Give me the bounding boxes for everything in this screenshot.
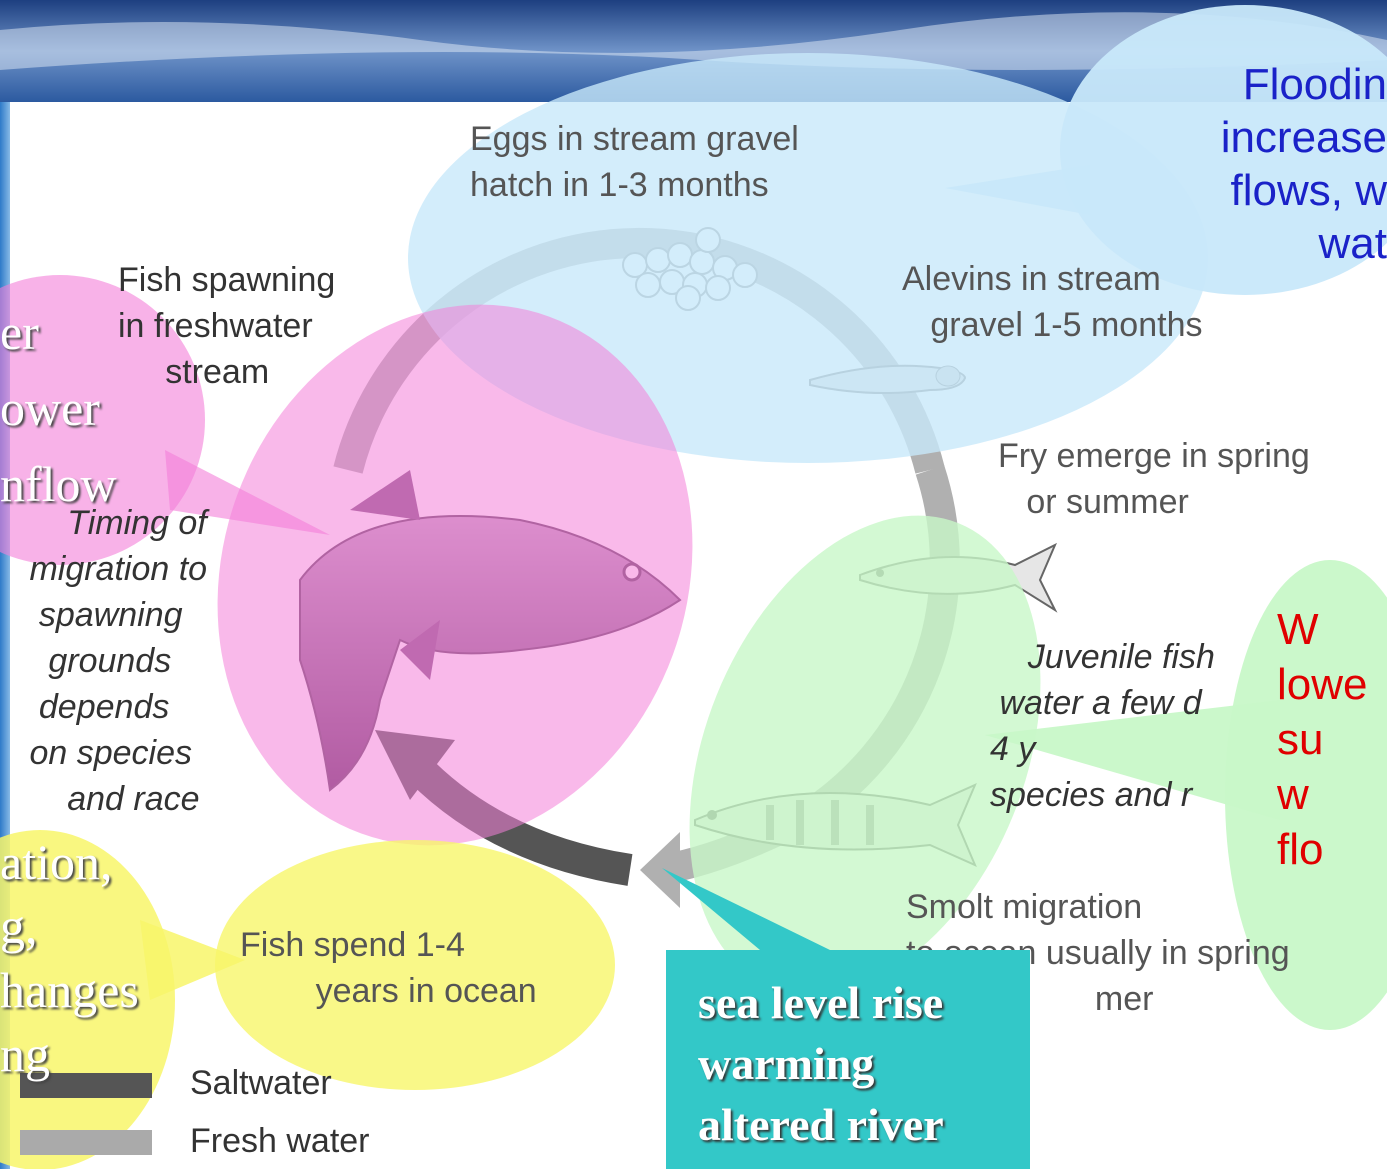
eggs-label: Eggs in stream gravel hatch in 1-3 month… xyxy=(470,116,799,208)
flooding-callout-text: Floodin increase flows, w wat xyxy=(1190,58,1387,270)
sea-level-line-3: altered river xyxy=(698,1094,1030,1155)
spawning-label: Fish spawning in freshwater stream xyxy=(118,257,335,395)
juvenile-label: Juvenile fish water a few d 4 y species … xyxy=(990,634,1215,818)
alevins-label: Alevins in stream gravel 1-5 months xyxy=(902,256,1202,348)
fry-label: Fry emerge in spring or summer xyxy=(998,433,1310,525)
sea-level-callout: sea level rise warming altered river xyxy=(666,950,1030,1169)
green-callout-text: W lowe su w flo xyxy=(1277,602,1387,877)
sea-level-line-1: sea level rise xyxy=(698,972,1030,1033)
legend-freshwater-swatch xyxy=(20,1130,152,1155)
timing-label: Timing of migration to spawning grounds … xyxy=(20,500,207,822)
sea-level-line-2: warming xyxy=(698,1033,1030,1094)
legend-freshwater-label: Fresh water xyxy=(190,1118,370,1164)
pink-callout-text: er ower nflow xyxy=(0,294,117,522)
yellow-callout-text: ation, g, hanges ng xyxy=(0,830,139,1086)
ocean-label: Fish spend 1-4 years in ocean xyxy=(240,922,537,1014)
legend-saltwater-label: Saltwater xyxy=(190,1060,332,1106)
